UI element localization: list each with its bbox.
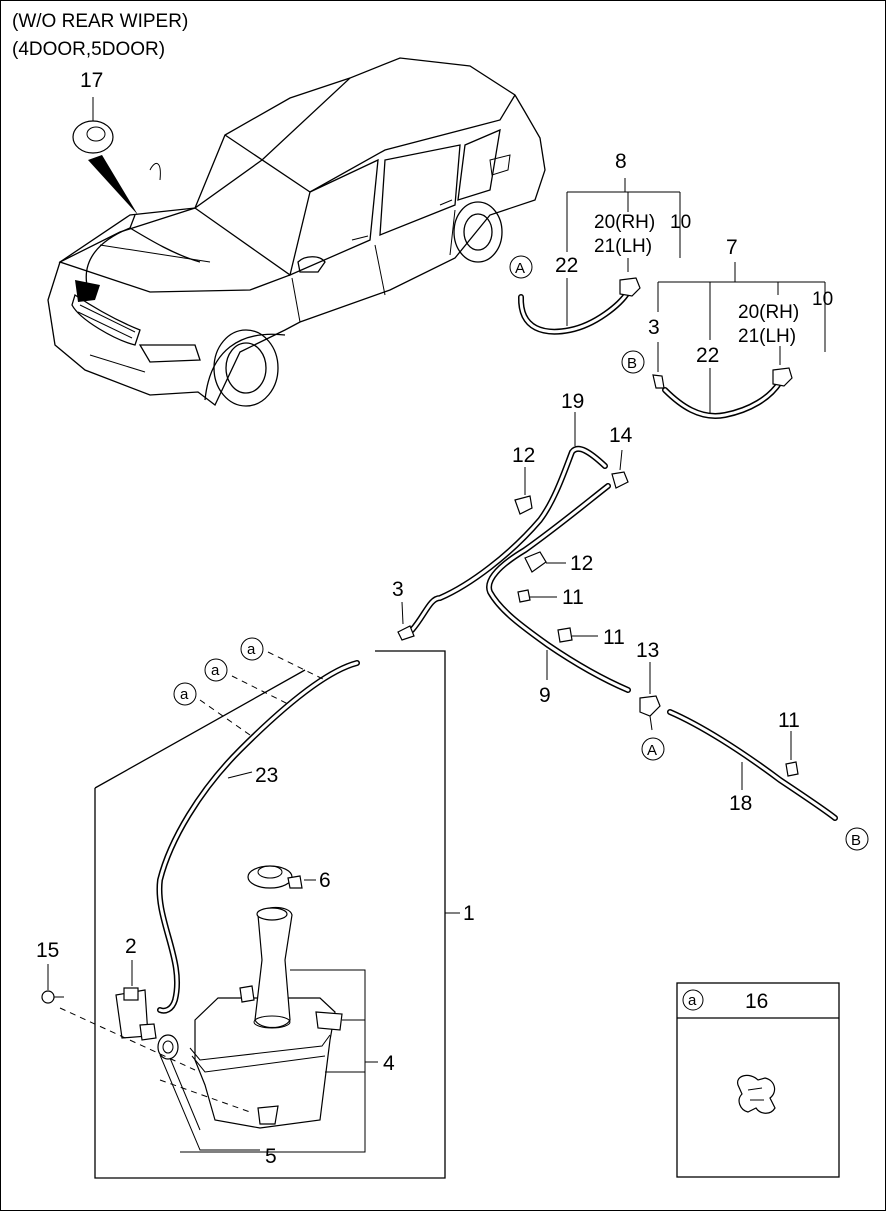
hose-routing [397,412,838,821]
callout-3-upper: 3 [648,316,660,339]
connector-a-3: a [173,682,197,706]
callout-13: 13 [636,639,659,662]
callout-3-lower: 3 [392,578,404,601]
connector-B-upper: B [621,350,645,374]
car-illustration [47,57,546,407]
callout-19: 19 [561,390,584,413]
connector-a-2: a [204,658,228,682]
callout-20-rh-upper: 20(RH) [594,212,655,233]
callout-21-lh-lower: 21(LH) [738,326,796,347]
callout-6: 6 [319,869,331,892]
svg-text:A: A [647,742,657,759]
legend-box [676,982,840,1178]
reservoir-assembly-box [41,650,460,1179]
svg-text:a: a [180,686,189,703]
svg-text:B: B [851,832,861,849]
callout-21-lh-upper: 21(LH) [594,236,652,257]
callout-22-upper: 22 [555,254,578,277]
svg-text:B: B [627,355,637,372]
heading-line-1: (W/O REAR WIPER) [12,11,188,32]
nozzle-assembly-7 [652,262,826,419]
svg-text:a: a [247,641,256,658]
connector-A-upper: A [509,255,533,279]
callout-7: 7 [726,236,738,259]
callout-22-lower: 22 [696,344,719,367]
part-17-cap [72,97,114,154]
callout-20-rh-lower: 20(RH) [738,302,799,323]
callout-11-c: 11 [778,709,800,732]
callout-10-lower: 10 [812,289,833,310]
callout-2: 2 [125,935,137,958]
nozzle-assembly-8 [517,178,681,335]
legend-part-number: 16 [745,990,768,1013]
callout-11-a: 11 [562,586,584,609]
callout-5: 5 [265,1145,277,1168]
svg-text:a: a [211,662,220,679]
callout-14: 14 [609,424,633,447]
callout-11-b: 11 [603,626,625,649]
callout-18: 18 [729,792,752,815]
callout-8: 8 [615,150,627,173]
callout-15: 15 [36,939,59,962]
callout-4: 4 [383,1052,395,1075]
connector-a-1: a [240,637,264,661]
connector-B-lower: B [845,827,869,851]
legend-key: a [688,992,697,1009]
callout-1: 1 [463,902,475,925]
callout-17: 17 [80,69,103,92]
callout-9: 9 [539,684,551,707]
svg-text:A: A [515,260,525,277]
callout-12-lower: 12 [570,552,593,575]
callout-12-upper: 12 [512,444,535,467]
heading-line-2: (4DOOR,5DOOR) [12,39,165,60]
connector-A-lower: A [641,737,665,761]
callout-10-upper: 10 [670,212,691,233]
callout-23: 23 [255,764,278,787]
